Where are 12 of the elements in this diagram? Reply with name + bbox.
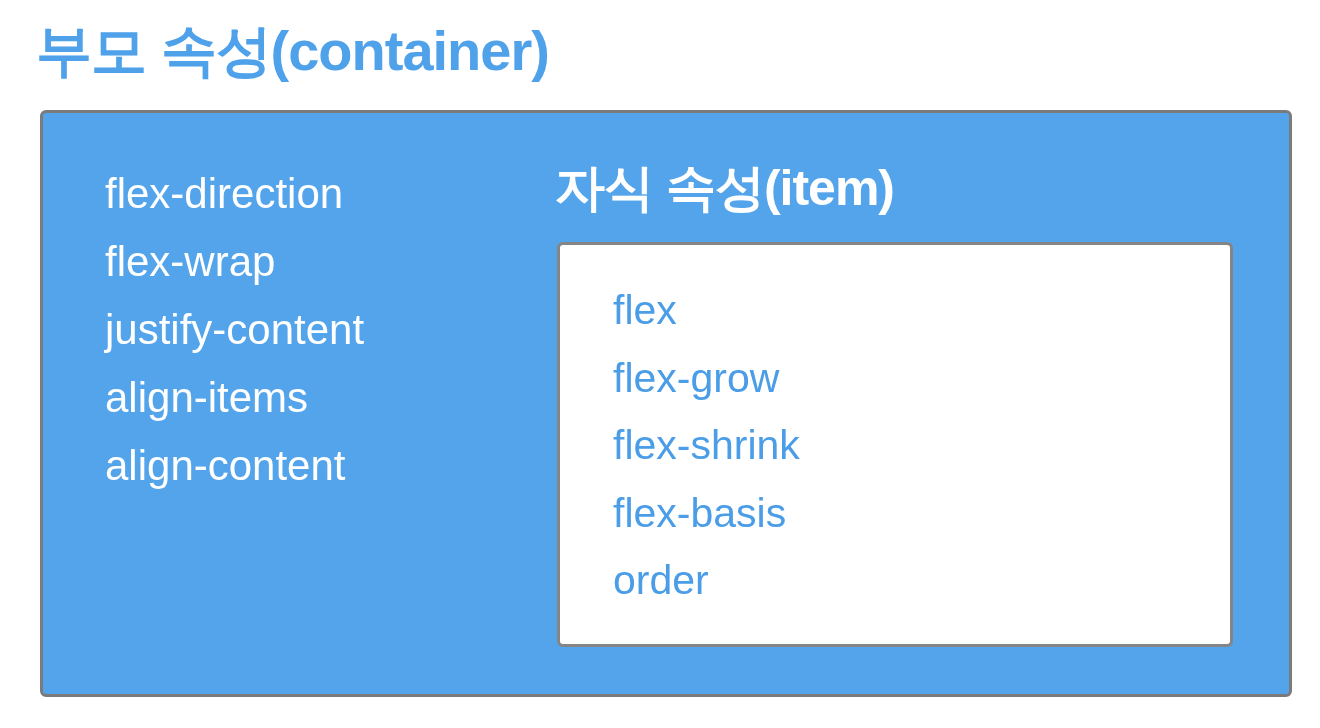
property-name: order bbox=[613, 556, 709, 605]
property-name: flex-wrap bbox=[105, 237, 276, 287]
property-name: align-content bbox=[105, 441, 346, 491]
property-name: flex-grow bbox=[613, 353, 780, 403]
property-name: justify-content bbox=[105, 305, 365, 355]
property-name: flex bbox=[613, 286, 677, 335]
property-name: flex-basis bbox=[613, 488, 787, 538]
section-heading: 자식 속성(item) bbox=[555, 159, 894, 218]
property-name: flex-direction bbox=[105, 169, 344, 219]
property-name: align-items bbox=[105, 373, 309, 423]
property-name: flex-shrink bbox=[613, 421, 800, 470]
section-heading: 부모 속성(container) bbox=[36, 18, 549, 84]
